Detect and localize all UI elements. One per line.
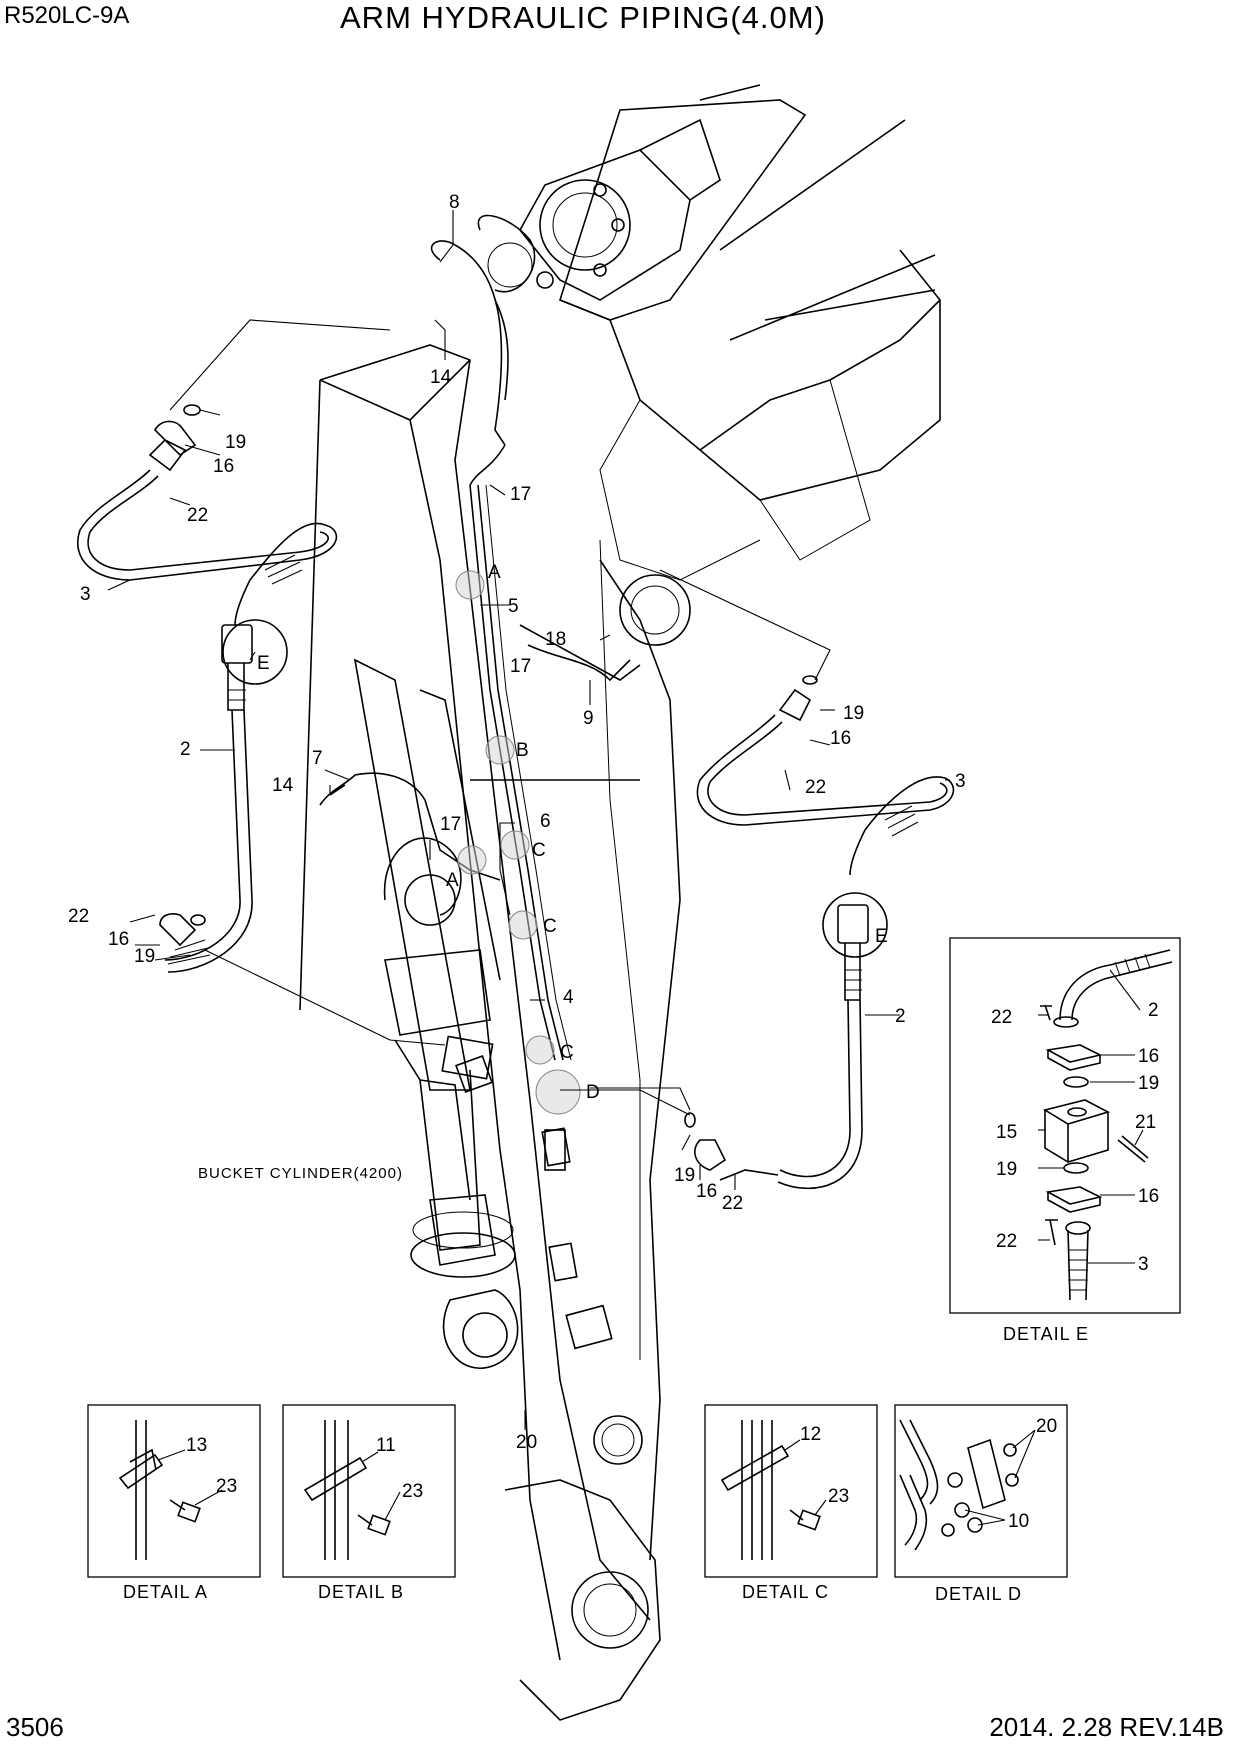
callout-3: 3: [80, 584, 91, 605]
callout-19: 19: [134, 946, 155, 967]
arm-hydraulic-lines: [319, 240, 641, 1061]
callout-22: 22: [722, 1193, 743, 1214]
callout-C: C: [543, 916, 557, 937]
detail-b-panel: 11 23 DETAIL B: [282, 1404, 456, 1602]
callout-16: 16: [696, 1181, 717, 1202]
callout-19: 19: [674, 1165, 695, 1186]
bucket-cylinder: [353, 658, 566, 1369]
detail-e-part-16: 16: [1138, 1046, 1159, 1067]
detail-e-part-3: 3: [1138, 1254, 1149, 1275]
model-number: R520LC-9A: [4, 2, 130, 29]
callout-2: 2: [895, 1006, 906, 1027]
callout-4: 4: [563, 987, 574, 1008]
callout-18: 18: [545, 629, 566, 650]
callout-17: 17: [440, 814, 461, 835]
detail-a-title: DETAIL A: [123, 1582, 208, 1602]
detail-a-part-23: 23: [216, 1476, 237, 1497]
callout-19: 19: [843, 703, 864, 724]
callout-16: 16: [213, 456, 234, 477]
detail-c-part-12: 12: [800, 1424, 821, 1445]
callout-9: 9: [583, 708, 594, 729]
callout-A: A: [488, 562, 501, 583]
callout-17: 17: [510, 656, 531, 677]
detail-e-part-21: 21: [1135, 1112, 1156, 1133]
callout-7: 7: [312, 748, 323, 769]
detail-e-part-16b: 16: [1138, 1186, 1159, 1207]
detail-markers: [455, 570, 581, 1115]
callout-E: E: [875, 926, 888, 947]
callout-22: 22: [68, 906, 89, 927]
callout-5: 5: [508, 596, 519, 617]
callout-14: 14: [272, 775, 294, 796]
callout-14: 14: [430, 367, 452, 388]
callouts: 8 14 19 16 22 3 17 A 5 E 18 17 9 2 B 7 1…: [68, 192, 966, 1453]
callout-20: 20: [516, 1432, 537, 1453]
callout-3: 3: [955, 771, 966, 792]
detail-e-panel: 22 2 16 19 15 21 19 16 22 3 DETAIL E: [949, 937, 1181, 1344]
bucket-cylinder-label: BUCKET CYLINDER(4200): [198, 1165, 403, 1182]
callout-16: 16: [830, 728, 851, 749]
detail-a-part-13: 13: [186, 1435, 207, 1456]
detail-c-title: DETAIL C: [742, 1582, 829, 1602]
leader-lines: [107, 210, 950, 1430]
callout-17: 17: [510, 484, 531, 505]
page-title: ARM HYDRAULIC PIPING(4.0M): [340, 0, 826, 35]
detail-d-part-10: 10: [1008, 1511, 1029, 1532]
callout-2: 2: [180, 739, 191, 760]
left-hose-assembly: [77, 404, 338, 973]
boom-structure: [559, 84, 941, 646]
detail-c-panel: 12 23 DETAIL C: [704, 1404, 878, 1602]
callout-16: 16: [108, 929, 129, 950]
detail-d-title: DETAIL D: [935, 1584, 1022, 1604]
detail-e-part-22: 22: [991, 1007, 1012, 1028]
detail-e-part-19: 19: [1138, 1073, 1159, 1094]
detail-b-title: DETAIL B: [318, 1582, 404, 1602]
detail-e-title: DETAIL E: [1003, 1324, 1089, 1344]
detail-d-panel: 20 10 DETAIL D: [894, 1404, 1068, 1604]
callout-E: E: [257, 653, 270, 674]
callout-C: C: [532, 840, 546, 861]
detail-e-part-15: 15: [996, 1122, 1017, 1143]
callout-8: 8: [449, 192, 460, 213]
detail-c-part-23: 23: [828, 1486, 849, 1507]
detail-b-part-23: 23: [402, 1481, 423, 1502]
detail-e-part-22b: 22: [996, 1231, 1017, 1252]
right-hose-assembly: [684, 675, 955, 1190]
page-number: 3506: [6, 1712, 64, 1742]
arm-structure: [299, 344, 681, 1721]
callout-D: D: [586, 1082, 600, 1103]
revision-date: 2014. 2.28 REV.14B: [989, 1712, 1224, 1742]
detail-d-part-20: 20: [1036, 1416, 1057, 1437]
callout-19: 19: [225, 432, 246, 453]
detail-e-part-19b: 19: [996, 1159, 1017, 1180]
detail-b-part-11: 11: [376, 1435, 396, 1456]
callout-6: 6: [540, 811, 551, 832]
callout-22: 22: [805, 777, 826, 798]
callout-A: A: [446, 870, 459, 891]
callout-C: C: [560, 1042, 574, 1063]
callout-22: 22: [187, 505, 208, 526]
detail-a-panel: 13 23 DETAIL A: [87, 1404, 261, 1602]
detail-e-part-2: 2: [1148, 1000, 1159, 1021]
arm-cylinder-head: [477, 118, 721, 301]
callout-B: B: [516, 740, 529, 761]
